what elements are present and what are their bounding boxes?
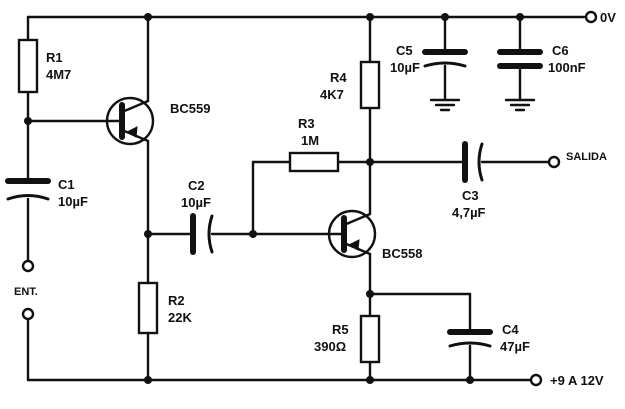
c5-ref: C5 xyxy=(396,43,413,58)
r4-ref: R4 xyxy=(330,70,347,85)
r1-value: 4M7 xyxy=(46,67,71,82)
ground-icon xyxy=(504,98,536,112)
capacitor-c6 xyxy=(497,49,543,69)
c1-value: 10µF xyxy=(58,194,88,209)
supply-label: +9 A 12V xyxy=(550,373,604,388)
c6-value: 100nF xyxy=(548,60,586,75)
junctions xyxy=(24,13,524,384)
r5-ref: R5 xyxy=(332,322,349,337)
capacitor-c3 xyxy=(462,141,484,183)
r2-ref: R2 xyxy=(168,293,185,308)
c5-value: 10µF xyxy=(390,60,420,75)
capacitor-c4 xyxy=(447,329,493,348)
ground-icon xyxy=(429,98,461,112)
supply-terminal xyxy=(529,373,543,387)
r3-ref: R3 xyxy=(298,116,315,131)
resistor-r3 xyxy=(288,151,340,173)
capacitor-c5 xyxy=(422,49,468,68)
r2-value: 22K xyxy=(168,310,192,325)
ground-terminal xyxy=(584,10,598,24)
input-terminal-top xyxy=(21,259,35,273)
resistor-r2 xyxy=(137,281,159,335)
input-label: ENT. xyxy=(14,286,38,298)
capacitor-c2 xyxy=(190,213,214,255)
transistor-q1 xyxy=(105,96,155,146)
resistor-r4 xyxy=(359,60,381,110)
c6-ref: C6 xyxy=(552,43,569,58)
resistor-r5 xyxy=(359,314,381,364)
q1-part: BC559 xyxy=(170,101,210,116)
c2-ref: C2 xyxy=(188,178,205,193)
c4-value: 47µF xyxy=(500,339,530,354)
input-terminal-bottom xyxy=(21,307,35,321)
r1-ref: R1 xyxy=(46,50,63,65)
output-label: SALIDA xyxy=(566,151,607,163)
capacitor-c1 xyxy=(5,178,51,201)
transistor-q2 xyxy=(327,209,377,259)
c3-ref: C3 xyxy=(462,188,479,203)
c3-value: 4,7µF xyxy=(452,205,486,220)
r5-value: 390Ω xyxy=(314,339,346,354)
terminals xyxy=(21,10,598,387)
r3-value: 1M xyxy=(301,133,319,148)
r4-value: 4K7 xyxy=(320,87,344,102)
c1-ref: C1 xyxy=(58,177,75,192)
resistor-r1 xyxy=(17,38,39,94)
q2-part: BC558 xyxy=(382,246,422,261)
c4-ref: C4 xyxy=(502,322,519,337)
wires xyxy=(26,15,586,382)
output-terminal xyxy=(547,155,561,169)
ground-label: 0V xyxy=(600,10,616,25)
c2-value: 10µF xyxy=(181,195,211,210)
resistors xyxy=(17,38,381,364)
